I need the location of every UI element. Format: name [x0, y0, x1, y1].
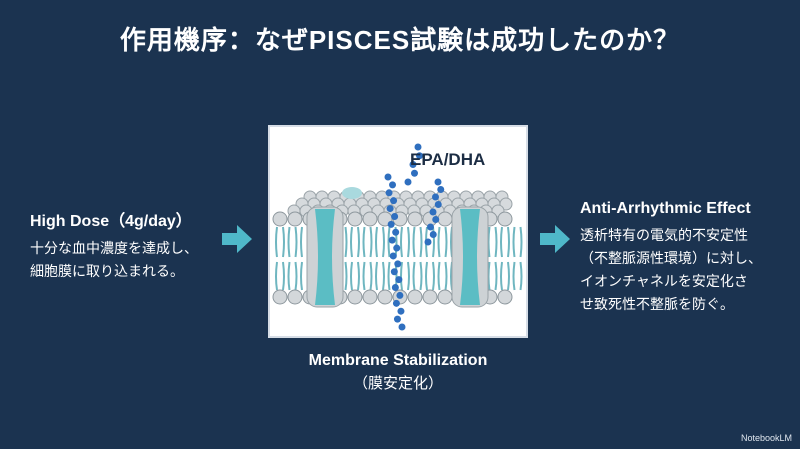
- epa-dha-molecule: [390, 197, 398, 205]
- epa-dha-molecule: [392, 299, 400, 307]
- epa-dha-molecule: [434, 178, 442, 186]
- anti-arrhythmic-heading: Anti-Arrhythmic Effect: [580, 200, 751, 217]
- lipid-tail: [375, 226, 385, 291]
- lipid-tail: [387, 226, 398, 291]
- lipid-head: [407, 289, 423, 305]
- lipid-head: [377, 289, 393, 305]
- membrane-diagram: EPA/DHA: [272, 143, 523, 331]
- anti-arrhythmic-line: 透析特有の電気的不安定性: [580, 227, 748, 243]
- epa-dha-molecule: [424, 238, 432, 246]
- epa-dha-molecule: [389, 181, 397, 189]
- epa-dha-molecule: [427, 223, 434, 231]
- epa-dha-molecule: [391, 284, 399, 292]
- lipid-tail: [400, 226, 410, 291]
- anti-arrhythmic-line: イオンチャネルを安定化さ: [580, 273, 748, 289]
- high-dose-heading: High Dose（4g/day）: [30, 213, 192, 230]
- epa-dha-molecule: [390, 268, 398, 276]
- notebooklm-watermark: NotebookLM: [740, 433, 792, 443]
- figure-caption-sub: （膜安定化）: [352, 375, 443, 392]
- epa-dha-molecule: [395, 276, 403, 284]
- figure-caption: Membrane Stabilization: [308, 352, 488, 369]
- lipid-head: [347, 289, 363, 305]
- lipid-head: [437, 289, 453, 305]
- ion-channel-pore: [460, 209, 480, 305]
- ion-channel-pore: [315, 209, 335, 305]
- epa-dha-molecule: [393, 244, 401, 252]
- lipid-head: [287, 289, 303, 305]
- epa-dha-molecule: [389, 252, 397, 260]
- arrow-right-icon: [222, 225, 252, 253]
- arrow-right-icon: [540, 225, 570, 253]
- epa-dha-molecule: [387, 220, 395, 228]
- epa-dha-molecule: [392, 228, 400, 236]
- lipid-tail: [512, 226, 523, 291]
- epa-dha-molecule: [386, 205, 394, 213]
- epa-dha-molecule: [411, 169, 418, 177]
- surface-protein: [342, 187, 362, 199]
- epa-dha-molecule: [396, 291, 404, 299]
- anti-arrhythmic-line: せ致死性不整脈を防ぐ。: [580, 296, 734, 312]
- high-dose-line: 細胞膜に取り込まれる。: [30, 263, 184, 279]
- epa-dha-molecule: [409, 161, 417, 168]
- epa-dha-label: EPA/DHA: [410, 150, 485, 169]
- epa-dha-molecule: [398, 323, 406, 331]
- anti-arrhythmic-block: Anti-Arrhythmic Effect 透析特有の電気的不安定性 （不整脈…: [580, 200, 762, 316]
- epa-dha-molecule: [429, 208, 437, 216]
- anti-arrhythmic-line: （不整脈源性環境）に対し、: [580, 250, 762, 266]
- high-dose-line: 十分な血中濃度を達成し、: [30, 240, 198, 256]
- membrane-illustration: EPA/DHA: [268, 125, 528, 338]
- lipid-tail: [275, 226, 285, 291]
- high-dose-block: High Dose（4g/day） 十分な血中濃度を達成し、 細胞膜に取り込まれ…: [30, 207, 198, 283]
- epa-dha-molecule: [384, 173, 392, 181]
- epa-dha-molecule: [391, 212, 399, 220]
- epa-dha-molecule: [437, 186, 445, 193]
- epa-dha-molecule: [432, 216, 440, 223]
- epa-dha-molecule: [414, 143, 422, 151]
- lipid-tail: [287, 226, 298, 291]
- lipid-tail: [350, 226, 360, 291]
- lipid-head: [407, 211, 423, 227]
- epa-dha-molecule: [393, 315, 401, 323]
- lipid-head: [497, 211, 513, 227]
- epa-dha-molecule: [385, 189, 393, 197]
- lipid-head: [272, 289, 288, 305]
- lipid-tail: [500, 226, 510, 291]
- epa-dha-molecule: [404, 178, 412, 186]
- lipid-tail: [487, 226, 498, 291]
- lipid-head: [437, 211, 453, 227]
- lipid-head: [362, 211, 378, 227]
- lipid-head: [347, 211, 363, 227]
- epa-dha-molecule: [394, 260, 402, 268]
- lipid-head: [422, 289, 438, 305]
- epa-dha-molecule: [388, 236, 396, 244]
- lipid-head: [272, 211, 288, 227]
- lipid-head: [497, 289, 513, 305]
- lipid-head: [287, 211, 303, 227]
- epa-dha-molecule: [434, 201, 442, 208]
- epa-dha-molecule: [429, 231, 437, 238]
- lipid-tail: [362, 226, 373, 291]
- epa-dha-molecule: [397, 307, 405, 315]
- lipid-head: [362, 289, 378, 305]
- epa-dha-molecule: [432, 193, 439, 201]
- lipid-tail: [412, 226, 423, 291]
- epa-dha-molecule: [416, 152, 423, 160]
- lipid-tail: [437, 226, 448, 291]
- slide-title: 作用機序：なぜPISCES試験は成功したのか？: [119, 25, 681, 55]
